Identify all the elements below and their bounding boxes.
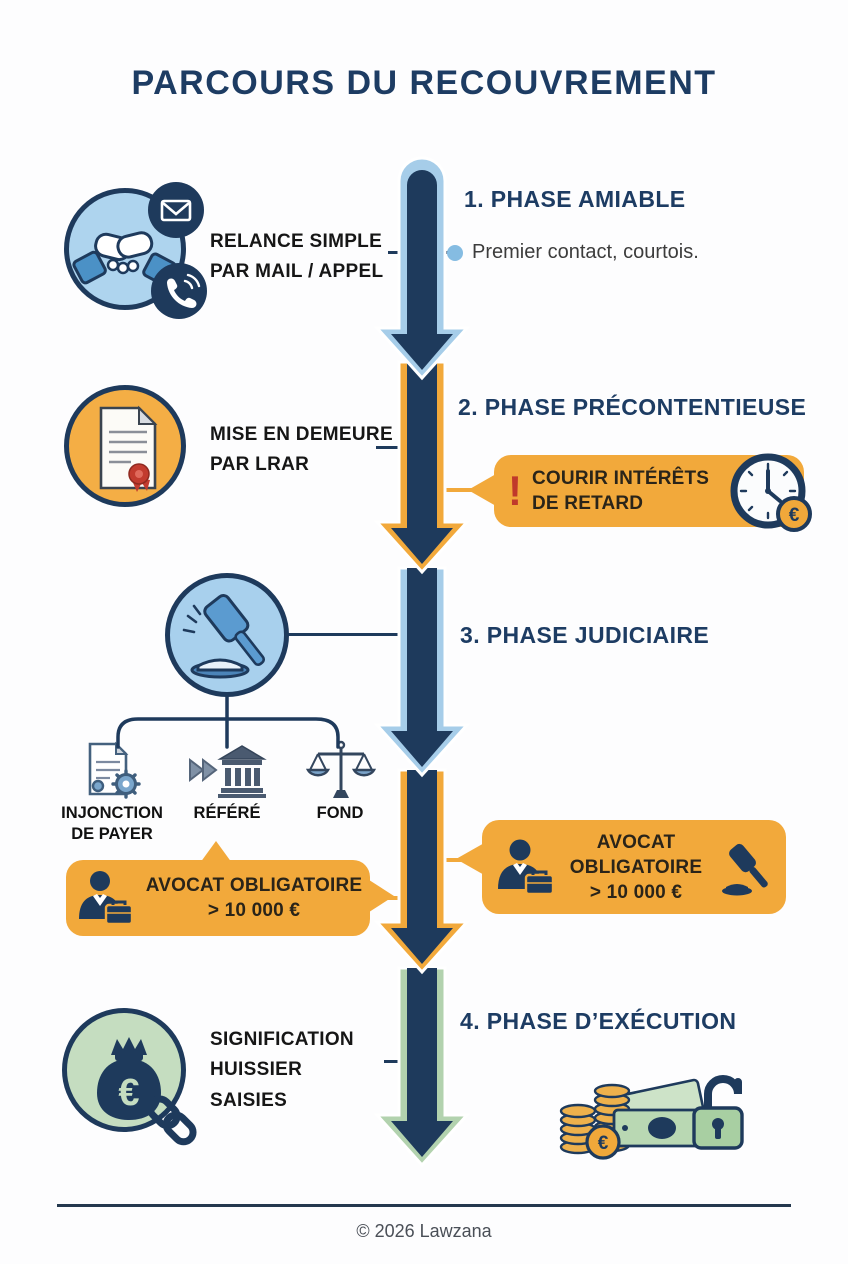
interest-line2: DE RETARD [532,493,644,514]
coin-euro-symbol: € [598,1133,609,1154]
connector-phase3 [288,633,406,636]
gavel-icon [182,594,266,679]
callout3-left-connector [386,896,408,900]
mail-envelope-icon [148,182,204,238]
phone-call-icon [151,263,207,319]
coins-banknote-padlock-icon: € [559,1075,744,1160]
registered-letter-circle [64,385,186,507]
gavel-circle [165,573,289,697]
scales-of-justice-icon [306,740,376,798]
callout2-tail [468,474,496,506]
fond-line1: FOND [316,804,364,822]
timeline-arrow-phase3a [373,566,471,778]
timeline-arrow-phase1 [373,156,471,381]
injonction-line2: DE PAYER [71,825,153,843]
avocat-right-text: AVOCAT OBLIGATOIRE > 10 000 € [570,830,702,905]
phase4-label-line2: HUISSIER [210,1059,303,1080]
exclamation-mark: ! [508,467,522,514]
interest-callout: ! COURIR INTÉRÊTS DE RETARD € [494,453,812,532]
callout3-left-right-tail [366,878,394,914]
lawyer-briefcase-icon-2 [497,839,554,896]
fast-forward-courthouse-icon [189,745,267,798]
phase2-label-line2: PAR LRAR [210,454,310,475]
interest-callout-text: COURIR INTÉRÊTS DE RETARD [532,466,709,516]
branch-bracket [116,695,340,749]
phase1-heading: 1. PHASE AMIABLE [464,186,686,212]
phase1-left-label: RELANCE SIMPLE PAR MAIL / APPEL [210,227,383,287]
registered-letter-seal-icon [99,405,158,492]
interest-line1: COURIR INTÉRÊTS [532,468,710,489]
money-bag-chain-icon: € [97,1037,197,1146]
bag-euro-symbol: € [118,1072,139,1114]
footer-divider [57,1204,791,1207]
phase4-heading: 4. PHASE D’EXÉCUTION [460,1008,737,1034]
avocat-left-line2: > 10 000 € [207,900,301,921]
avocat-callout-left: AVOCAT OBLIGATOIRE > 10 000 € [66,860,370,936]
timeline-arrow-phase2 [373,360,471,575]
avocat-callout-right: AVOCAT OBLIGATOIRE > 10 000 € [482,820,786,914]
connector-phase2 [376,446,408,449]
phase1-label-line1: RELANCE SIMPLE [210,231,383,252]
phase1-note: Premier contact, courtois. [472,241,699,263]
callout3-right-tail [456,842,486,876]
footer-copyright: © 2026 Lawzana [356,1221,492,1241]
branch-fond-label: FOND [295,803,385,824]
phase2-label-line1: MISE EN DEMEURE [210,424,393,445]
lawyer-briefcase-icon [78,871,133,926]
phase1-label-line2: PAR MAIL / APPEL [210,261,384,282]
refere-line1: RÉFÉRÉ [193,804,261,822]
phase3-heading: 3. PHASE JUDICIAIRE [460,622,710,648]
avocat-right-line1: AVOCAT [596,831,676,853]
callout3-left-top-tail [200,841,232,863]
timeline-arrow-phase3b [373,768,471,975]
avocat-left-line1: AVOCAT OBLIGATOIRE [145,875,363,896]
avocat-right-line3: > 10 000 € [589,881,683,903]
phase2-left-label: MISE EN DEMEURE PAR LRAR [210,420,393,480]
avocat-left-text: AVOCAT OBLIGATOIRE > 10 000 € [146,873,362,923]
avocat-right-line2: OBLIGATOIRE [569,856,703,878]
document-gear-icon [88,741,141,799]
gavel-small-icon [722,843,768,896]
money-bag-circle: € [62,1008,197,1146]
branch-injonction-label: INJONCTION DE PAYER [42,803,182,845]
injonction-line1: INJONCTION [61,804,163,822]
clock-coin-euro: € [789,505,800,526]
bullet-dot [447,245,463,261]
timeline-arrow-phase4 [373,966,471,1168]
phase4-label-line3: SAISIES [210,1090,288,1111]
phase4-label-line1: SIGNIFICATION [210,1029,354,1050]
branch-refere-label: RÉFÉRÉ [167,803,287,824]
page-title: PARCOURS DU RECOUVREMENT [131,64,717,102]
phase2-heading: 2. PHASE PRÉCONTENTIEUSE [458,394,807,420]
clock-euro-icon: € [730,453,812,532]
phase4-left-label: SIGNIFICATION HUISSIER [210,1025,354,1085]
